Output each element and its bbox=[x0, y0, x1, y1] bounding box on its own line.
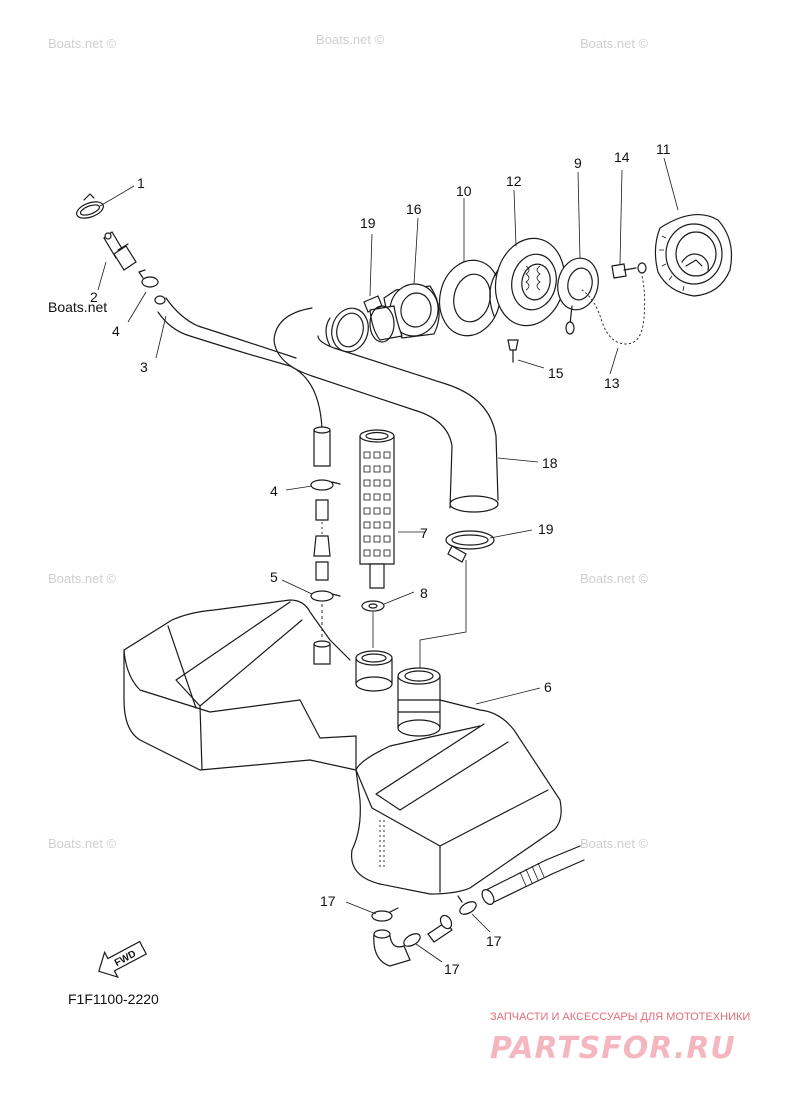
callout-17-mid: 17 bbox=[444, 961, 460, 977]
part-1-clamp[interactable] bbox=[74, 193, 105, 221]
fwd-label: FWD bbox=[113, 949, 138, 969]
drain-elbow-hose bbox=[373, 929, 411, 967]
tank-outlet-pipe bbox=[481, 845, 585, 905]
part-17-clamp-mid[interactable] bbox=[402, 931, 423, 949]
part-18-filler-hose[interactable] bbox=[273, 307, 499, 513]
part-5-clamp[interactable] bbox=[310, 590, 341, 602]
part-17-clamp-right[interactable] bbox=[457, 895, 479, 917]
watermark: Boats.net © bbox=[580, 836, 649, 851]
part-19-clamp-upper[interactable] bbox=[327, 295, 383, 356]
part-11-filler-cap[interactable] bbox=[654, 214, 733, 297]
part-3-vent-hose[interactable] bbox=[157, 297, 331, 467]
callout-16: 16 bbox=[406, 201, 422, 217]
callout-17-left: 17 bbox=[320, 893, 336, 909]
callout-14: 14 bbox=[614, 149, 630, 165]
watermark: Boats.net © bbox=[316, 32, 385, 47]
part-8-washer[interactable] bbox=[361, 600, 385, 612]
callout-17-right: 17 bbox=[486, 933, 502, 949]
tank-filter-socket bbox=[355, 650, 393, 692]
callout-19-upper: 19 bbox=[360, 215, 376, 231]
callout-7: 7 bbox=[420, 525, 428, 541]
watermark: Boats.net © bbox=[48, 571, 117, 586]
part-16-collar[interactable] bbox=[383, 280, 442, 340]
part-17-clamp-left[interactable] bbox=[371, 907, 399, 922]
tank-filler-neck bbox=[397, 667, 441, 737]
callout-11: 11 bbox=[656, 141, 671, 157]
part-2-fitting[interactable] bbox=[103, 231, 137, 271]
part-4-clamp-upper[interactable] bbox=[138, 269, 166, 305]
watermark: Boats.net © bbox=[48, 36, 117, 51]
fwd-arrow-icon: FWD bbox=[98, 940, 148, 979]
callout-2: 2 bbox=[90, 289, 98, 305]
callout-10: 10 bbox=[456, 183, 472, 199]
part-6-fuel-tank[interactable] bbox=[123, 599, 562, 895]
part-15-rivet[interactable] bbox=[507, 339, 519, 363]
inner-collar bbox=[369, 305, 403, 343]
part-14-screw[interactable] bbox=[611, 262, 647, 279]
callout-8: 8 bbox=[420, 585, 428, 601]
watermark: Boats.net © bbox=[48, 836, 117, 851]
callout-18: 18 bbox=[542, 455, 558, 471]
callout-19-lower: 19 bbox=[538, 521, 554, 537]
callout-15: 15 bbox=[548, 365, 564, 381]
callout-4-upper: 4 bbox=[112, 323, 120, 339]
callout-12: 12 bbox=[506, 173, 522, 189]
watermark: Boats.net © bbox=[580, 571, 649, 586]
callout-6: 6 bbox=[544, 679, 552, 695]
diagram-code: F1F1100-2220 bbox=[68, 991, 159, 1007]
callout-3: 3 bbox=[140, 359, 148, 375]
part-13-chain[interactable] bbox=[581, 275, 646, 345]
callout-4-lower: 4 bbox=[270, 483, 278, 499]
branding-tagline: ЗАПЧАСТИ И АКСЕССУАРЫ ДЛЯ МОТОТЕХНИКИ bbox=[490, 1011, 750, 1023]
part-19-clamp-lower[interactable] bbox=[445, 530, 495, 563]
branding-logo: PARTSFOR.RU bbox=[490, 1031, 736, 1066]
callout-numbers: 1 2 3 4 4 5 6 7 8 9 10 11 12 13 14 15 16… bbox=[90, 141, 671, 977]
filler-guide-line bbox=[419, 560, 467, 668]
watermark-dark: Boats.net bbox=[48, 299, 107, 315]
part-4-clamp-lower[interactable] bbox=[310, 479, 341, 491]
callout-13: 13 bbox=[604, 375, 620, 391]
callout-1: 1 bbox=[137, 175, 145, 191]
callout-5: 5 bbox=[270, 569, 278, 585]
tank-vent-nipple bbox=[313, 604, 331, 665]
part-7-filter[interactable] bbox=[359, 429, 395, 589]
watermark: Boats.net © bbox=[580, 36, 649, 51]
part-10-gasket[interactable] bbox=[433, 255, 507, 342]
callout-9: 9 bbox=[574, 155, 582, 171]
watermarks: Boats.net © Boats.net © Boats.net © Boat… bbox=[48, 32, 649, 851]
part-9-ring[interactable] bbox=[553, 254, 603, 335]
leader-lines bbox=[97, 157, 679, 963]
vent-hose-joint bbox=[313, 499, 331, 581]
partsfor-branding: ЗАПЧАСТИ И АКСЕССУАРЫ ДЛЯ МОТОТЕХНИКИ PA… bbox=[490, 1011, 750, 1066]
drain-fitting bbox=[427, 914, 453, 943]
